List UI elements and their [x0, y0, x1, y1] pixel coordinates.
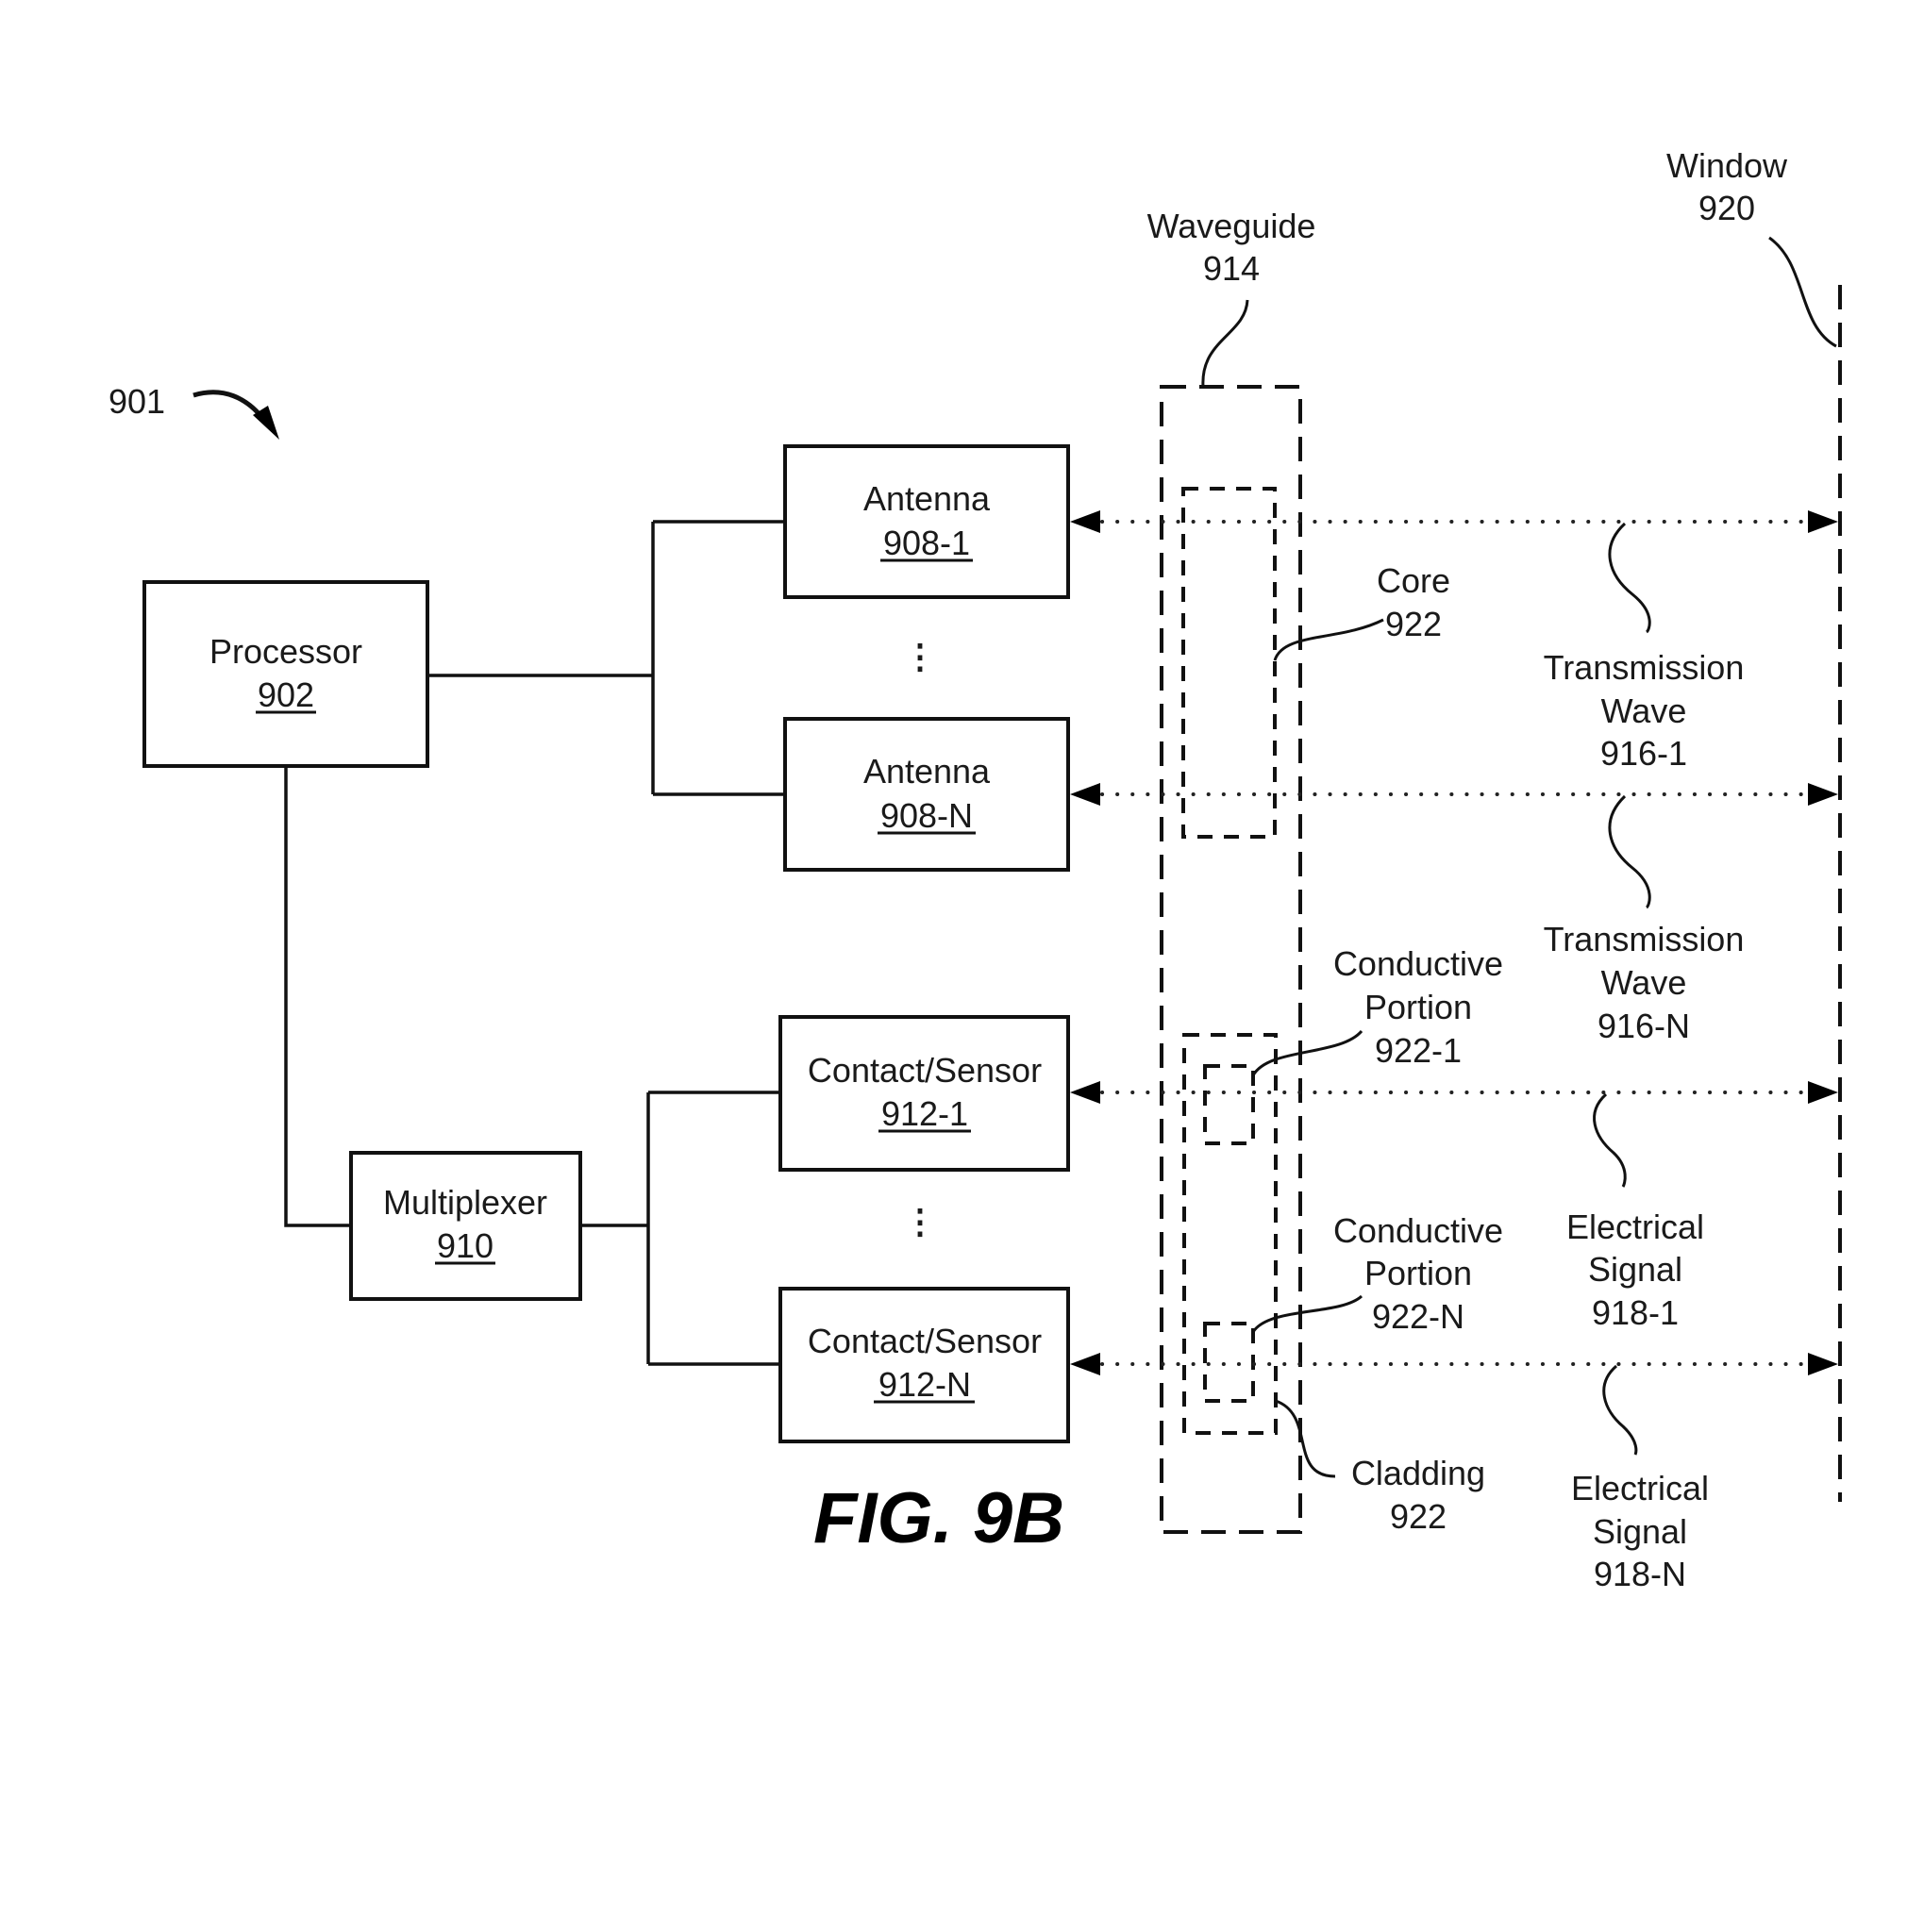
window-leader [1768, 236, 1837, 348]
arrowhead-left-icon [1070, 1353, 1100, 1375]
conductive-portion-1-leader [1251, 1029, 1363, 1076]
wires [284, 520, 785, 1366]
window-ref: 920 [1698, 189, 1755, 227]
wave-1-label-line2: Wave [1601, 691, 1687, 730]
antenna-1-block[interactable]: Antenna 908-1 [783, 444, 1070, 599]
conductive-portion-n-leader [1251, 1294, 1363, 1333]
conductive-portion-1-label-line1: Conductive [1333, 944, 1503, 983]
waveguide-leader [1201, 299, 1249, 388]
arrowhead-right-icon [1808, 1081, 1838, 1104]
antenna-n-title: Antenna [863, 752, 991, 791]
signal-n-leader [1602, 1364, 1638, 1456]
signal-paths [1070, 510, 1838, 1375]
conductive-portion-n-ref: 922-N [1372, 1297, 1464, 1336]
multiplexer-block[interactable]: Multiplexer 910 [349, 1151, 582, 1301]
arrowhead-left-icon [1070, 510, 1100, 533]
cladding-leader [1275, 1399, 1336, 1478]
contact-sensor-1-block[interactable]: Contact/Sensor 912-1 [778, 1015, 1070, 1172]
cladding-outline [1182, 1033, 1278, 1435]
waveguide-ref: 914 [1203, 249, 1260, 288]
conductive-portion-n-label-line2: Portion [1364, 1254, 1472, 1292]
conductive-portion-n-label-line1: Conductive [1333, 1211, 1503, 1250]
core-ref: 922 [1385, 605, 1442, 643]
waveguide-outline [1160, 385, 1302, 1534]
contact-ellipsis: ⋮ [903, 1202, 937, 1241]
core-outline [1181, 487, 1277, 839]
signal-n-label-line1: Electrical [1571, 1469, 1709, 1507]
wave-1-ref: 916-1 [1600, 734, 1687, 773]
cladding-ref: 922 [1390, 1497, 1447, 1536]
signal-n-ref: 918-N [1594, 1555, 1686, 1593]
conductive-portion-n-outline [1203, 1322, 1255, 1403]
window-label: Window [1666, 146, 1788, 185]
antenna-n-ref: 908-N [880, 796, 973, 835]
contact-sensor-n-block[interactable]: Contact/Sensor 912-N [778, 1287, 1070, 1443]
arrowhead-right-icon [1808, 783, 1838, 806]
wave-1-label-line1: Transmission [1544, 648, 1745, 687]
waveguide-label: Waveguide [1147, 207, 1316, 245]
signal-1-label-line2: Signal [1588, 1250, 1682, 1289]
arrowhead-left-icon [1070, 1081, 1100, 1104]
processor-title: Processor [209, 632, 362, 671]
wave-n-label-line1: Transmission [1544, 920, 1745, 958]
antenna-1-ref: 908-1 [883, 524, 970, 562]
contact-sensor-n-title: Contact/Sensor [808, 1322, 1042, 1360]
arrowhead-right-icon [1808, 1353, 1838, 1375]
arrowhead-left-icon [1070, 783, 1100, 806]
signal-1-label-line1: Electrical [1566, 1208, 1704, 1246]
signal-1-leader [1593, 1092, 1627, 1188]
conductive-portion-1-label-line2: Portion [1364, 988, 1472, 1026]
wire-processor-multiplexer [284, 766, 351, 1227]
wave-1-leader [1608, 522, 1651, 634]
conductive-portion-1-outline [1203, 1064, 1255, 1145]
core-leader [1273, 618, 1384, 661]
arrowhead-right-icon [1808, 510, 1838, 533]
contact-sensor-n-ref: 912-N [878, 1365, 971, 1404]
processor-block[interactable]: Processor 902 [142, 580, 429, 768]
antenna-n-block[interactable]: Antenna 908-N [783, 717, 1070, 872]
conductive-portion-1-ref: 922-1 [1375, 1031, 1462, 1070]
signal-1-ref: 918-1 [1592, 1293, 1679, 1332]
contact-sensor-1-ref: 912-1 [881, 1094, 968, 1133]
core-label: Core [1377, 561, 1450, 600]
wave-n-label-line2: Wave [1601, 963, 1687, 1002]
signal-n-label-line2: Signal [1593, 1512, 1687, 1551]
figure-ref-arrowhead-icon [253, 406, 279, 440]
figure-ref-arrow [192, 390, 269, 425]
antenna-ellipsis: ⋮ [903, 637, 937, 675]
wave-n-leader [1608, 794, 1651, 909]
multiplexer-title: Multiplexer [383, 1183, 547, 1222]
multiplexer-ref: 910 [437, 1226, 493, 1265]
figure-ref-label: 901 [109, 382, 165, 421]
leader-lines [1201, 236, 1837, 1478]
figure-caption: FIG. 9B [813, 1478, 1064, 1558]
contact-sensor-1-title: Contact/Sensor [808, 1051, 1042, 1090]
antenna-1-title: Antenna [863, 479, 991, 518]
cladding-label: Cladding [1351, 1454, 1485, 1492]
processor-ref: 902 [258, 675, 314, 714]
wave-n-ref: 916-N [1598, 1007, 1690, 1045]
